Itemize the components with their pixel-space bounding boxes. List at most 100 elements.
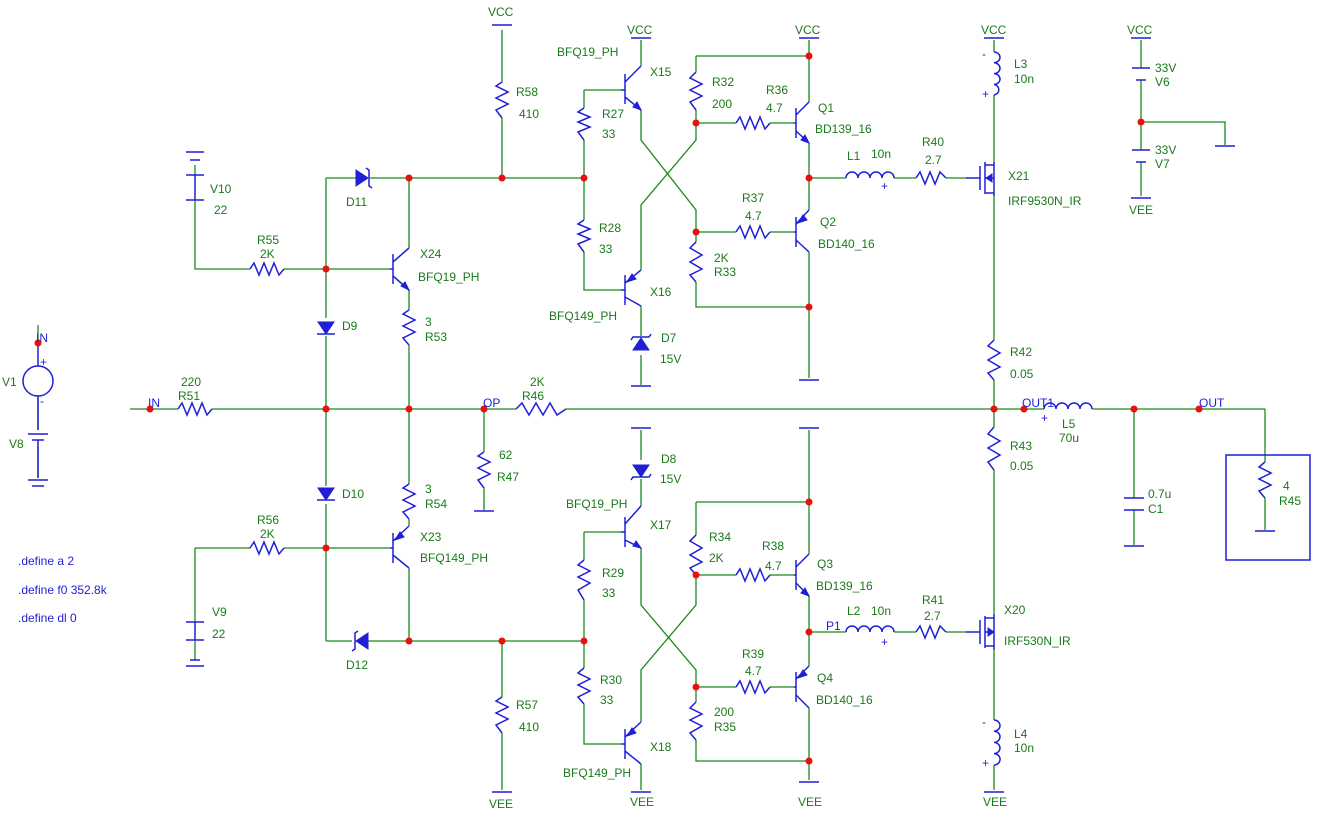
q4-model: BD140_16 (816, 693, 873, 707)
v9-value: 22 (212, 627, 226, 641)
r41-resistor[interactable] (915, 624, 947, 640)
r38-name: R38 (762, 539, 784, 553)
vcc-label-v6: VCC (1127, 23, 1153, 37)
x21-model: IRF9530N_IR (1008, 194, 1082, 208)
r56-resistor[interactable] (249, 540, 285, 556)
l5-inductor[interactable] (1043, 402, 1093, 410)
d12-diode[interactable] (351, 630, 369, 652)
c1-capacitor[interactable] (1124, 497, 1144, 511)
v1-plus: + (40, 355, 47, 369)
l1-name: L1 (847, 149, 861, 163)
x20-model: IRF530N_IR (1004, 634, 1071, 648)
q1-name: Q1 (818, 101, 834, 115)
r38-value: 4.7 (765, 559, 782, 573)
r37-resistor[interactable] (735, 224, 771, 240)
x20-mosfet[interactable] (966, 614, 995, 650)
r47-resistor[interactable] (476, 451, 492, 489)
r46-resistor[interactable] (515, 401, 567, 417)
v10-value: 22 (214, 203, 228, 217)
r39-resistor[interactable] (735, 679, 771, 695)
x21-mosfet[interactable] (966, 162, 995, 196)
vcc-label-q1: VCC (795, 23, 821, 37)
v7-name: V7 (1155, 157, 1170, 171)
r57-resistor[interactable] (494, 696, 510, 734)
r32-resistor[interactable] (688, 71, 704, 111)
r43-name: R43 (1010, 439, 1032, 453)
x17-transistor[interactable] (621, 505, 643, 549)
q4-transistor[interactable] (794, 665, 810, 709)
r51-resistor[interactable] (177, 401, 213, 417)
d11-diode[interactable] (355, 167, 373, 189)
junction-nodes (34, 52, 1203, 765)
net-label-p1: P1 (826, 619, 841, 633)
v10-battery[interactable] (186, 151, 204, 201)
l4-name: L4 (1014, 727, 1028, 741)
r41-value: 2.7 (924, 609, 941, 623)
r33-name: R33 (714, 265, 736, 279)
d7-zener[interactable] (630, 333, 652, 351)
r35-resistor[interactable] (688, 701, 704, 741)
r40-resistor[interactable] (915, 170, 947, 186)
r33-value: 2K (714, 251, 729, 265)
r33-resistor[interactable] (688, 241, 704, 283)
r54-resistor[interactable] (401, 483, 417, 520)
r45-resistor[interactable] (1257, 461, 1273, 499)
r35-value: 200 (714, 705, 734, 719)
d9-diode[interactable] (317, 321, 335, 335)
l4-inductor[interactable] (993, 719, 1001, 766)
d8-name: D8 (661, 452, 677, 466)
d8-zener[interactable] (630, 464, 652, 481)
d10-diode[interactable] (317, 487, 335, 501)
q1-transistor[interactable] (794, 101, 811, 144)
v9-battery[interactable] (186, 621, 204, 667)
r36-resistor[interactable] (735, 115, 771, 131)
x24-transistor[interactable] (390, 247, 411, 292)
vee-label-x18: VEE (630, 795, 654, 809)
v6-battery[interactable] (1132, 67, 1150, 81)
r34-resistor[interactable] (688, 534, 704, 576)
r32-name: R32 (712, 75, 734, 89)
r43-resistor[interactable] (986, 426, 1002, 471)
l3-minus: - (982, 47, 986, 61)
x15-transistor[interactable] (621, 65, 643, 111)
r36-value: 4.7 (766, 101, 783, 115)
r28-resistor[interactable] (576, 219, 592, 253)
l3-name: L3 (1014, 57, 1028, 71)
l2-value: 10n (871, 604, 891, 618)
v1-source[interactable] (22, 343, 54, 430)
r30-resistor[interactable] (576, 667, 592, 705)
r57-name: R57 (516, 698, 538, 712)
q1-model: BD139_16 (815, 122, 872, 136)
l3-plus: + (982, 87, 989, 101)
q2-transistor[interactable] (794, 209, 810, 253)
r38-resistor[interactable] (735, 567, 771, 583)
r42-resistor[interactable] (986, 339, 1002, 381)
vee-label-l4: VEE (983, 795, 1007, 809)
components (22, 24, 1311, 793)
l3-inductor[interactable] (993, 51, 1001, 96)
v7-battery[interactable] (1132, 149, 1150, 163)
r29-resistor[interactable] (576, 559, 592, 601)
x16-transistor[interactable] (621, 269, 642, 307)
x18-transistor[interactable] (621, 721, 642, 765)
l2-inductor[interactable] (845, 625, 895, 633)
r53-resistor[interactable] (401, 309, 417, 346)
r34-name: R34 (709, 530, 731, 544)
v10-name: V10 (210, 182, 232, 196)
r27-resistor[interactable] (576, 107, 592, 141)
r54-name: R54 (425, 497, 447, 511)
vee-label-r57: VEE (489, 797, 513, 811)
x17-name: X17 (650, 518, 672, 532)
l1-inductor[interactable] (845, 171, 895, 179)
l2-plus: + (881, 635, 888, 649)
v8-battery[interactable] (28, 433, 48, 478)
vee-label-q4: VEE (798, 795, 822, 809)
r55-resistor[interactable] (249, 261, 285, 277)
l4-plus: + (982, 756, 989, 770)
x23-transistor[interactable] (390, 525, 410, 569)
l4-value: 10n (1014, 741, 1034, 755)
q3-transistor[interactable] (794, 553, 811, 597)
l4-minus: - (982, 715, 986, 729)
r53-name: R53 (425, 330, 447, 344)
r58-resistor[interactable] (494, 81, 510, 119)
